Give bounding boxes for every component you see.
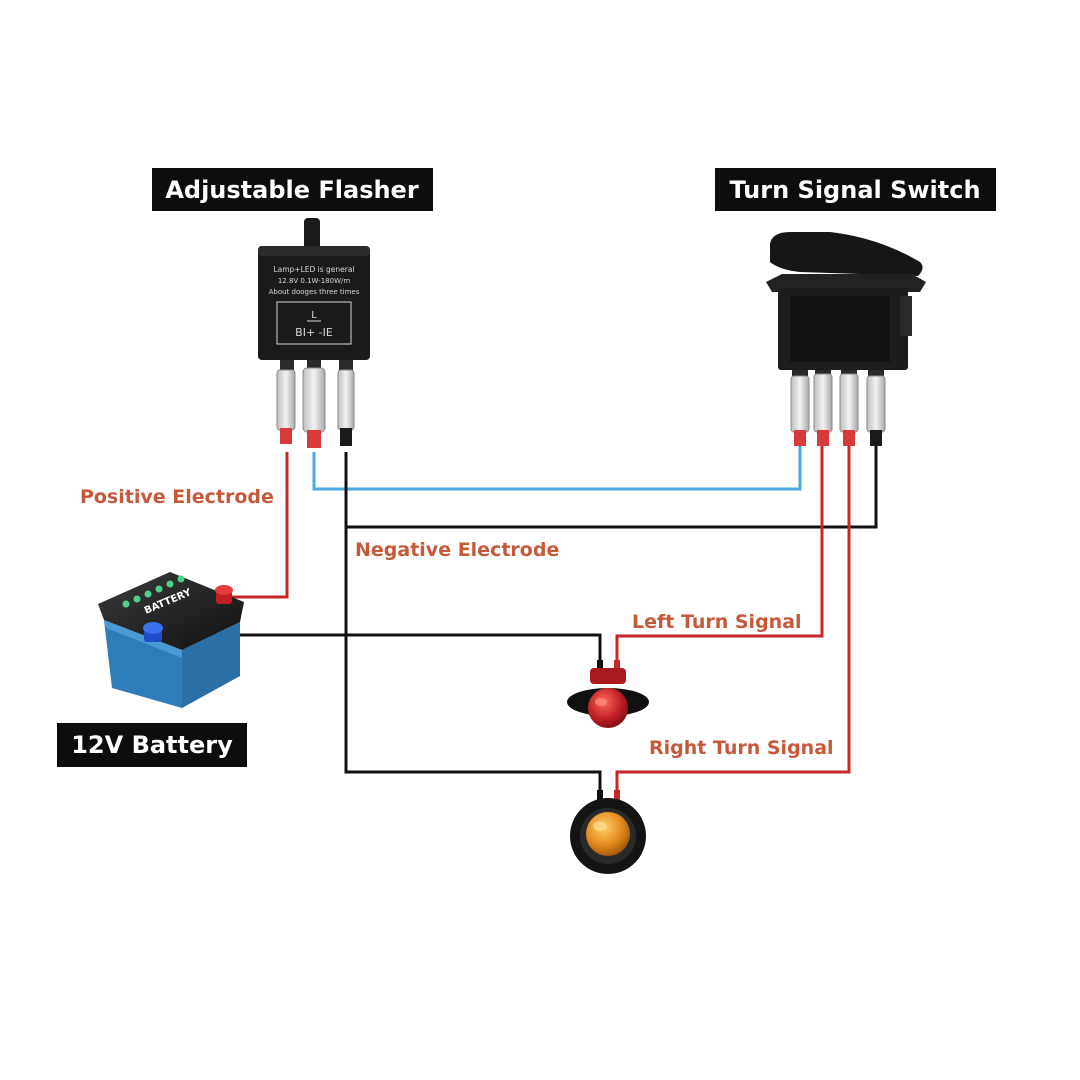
flasher-spec-line1: Lamp+LED is general xyxy=(273,265,354,274)
wires xyxy=(160,446,878,795)
flasher-knob xyxy=(304,218,320,250)
battery: BATTERY xyxy=(98,572,244,708)
negative-electrode-label: Negative Electrode xyxy=(355,539,559,561)
right-turn-signal-label: Right Turn Signal xyxy=(649,737,834,759)
battery-negative-terminal xyxy=(143,622,163,642)
flasher-unit: Lamp+LED is general 12.8V 0.1W-180W/m Ab… xyxy=(258,218,370,448)
right-turn-signal-lamp xyxy=(570,790,646,874)
left-turn-signal-lamp xyxy=(567,660,649,728)
flasher-spec-line2: 12.8V 0.1W-180W/m xyxy=(278,277,351,285)
flasher-to-switch-wire xyxy=(312,446,802,491)
battery-indicator-lights xyxy=(122,575,185,608)
flasher-ground-symbol: L xyxy=(311,310,317,321)
flasher-terminal-labels: BI+ -IE xyxy=(295,326,333,339)
flasher-title: Adjustable Flasher xyxy=(152,168,433,211)
flasher-spec-line3: About dooges three times xyxy=(269,288,360,296)
left-signal-wire xyxy=(615,446,824,668)
negative-to-switch-wire xyxy=(346,446,878,529)
switch-title: Turn Signal Switch xyxy=(715,168,996,211)
battery-positive-terminal xyxy=(215,585,233,604)
turn-signal-switch xyxy=(766,232,926,446)
switch-rocker xyxy=(770,232,923,276)
negative-wire xyxy=(344,452,602,795)
positive-wire xyxy=(228,452,289,599)
left-turn-signal-label: Left Turn Signal xyxy=(632,611,802,633)
flasher-pins xyxy=(276,360,355,448)
flasher-title-text: Adjustable Flasher xyxy=(165,176,419,204)
battery-negative-wire xyxy=(160,633,602,668)
switch-pins xyxy=(790,370,886,446)
right-signal-wire xyxy=(615,446,851,795)
positive-electrode-label: Positive Electrode xyxy=(80,486,274,508)
battery-title: 12V Battery xyxy=(57,723,247,767)
switch-title-text: Turn Signal Switch xyxy=(729,176,980,204)
battery-title-text: 12V Battery xyxy=(71,731,233,759)
